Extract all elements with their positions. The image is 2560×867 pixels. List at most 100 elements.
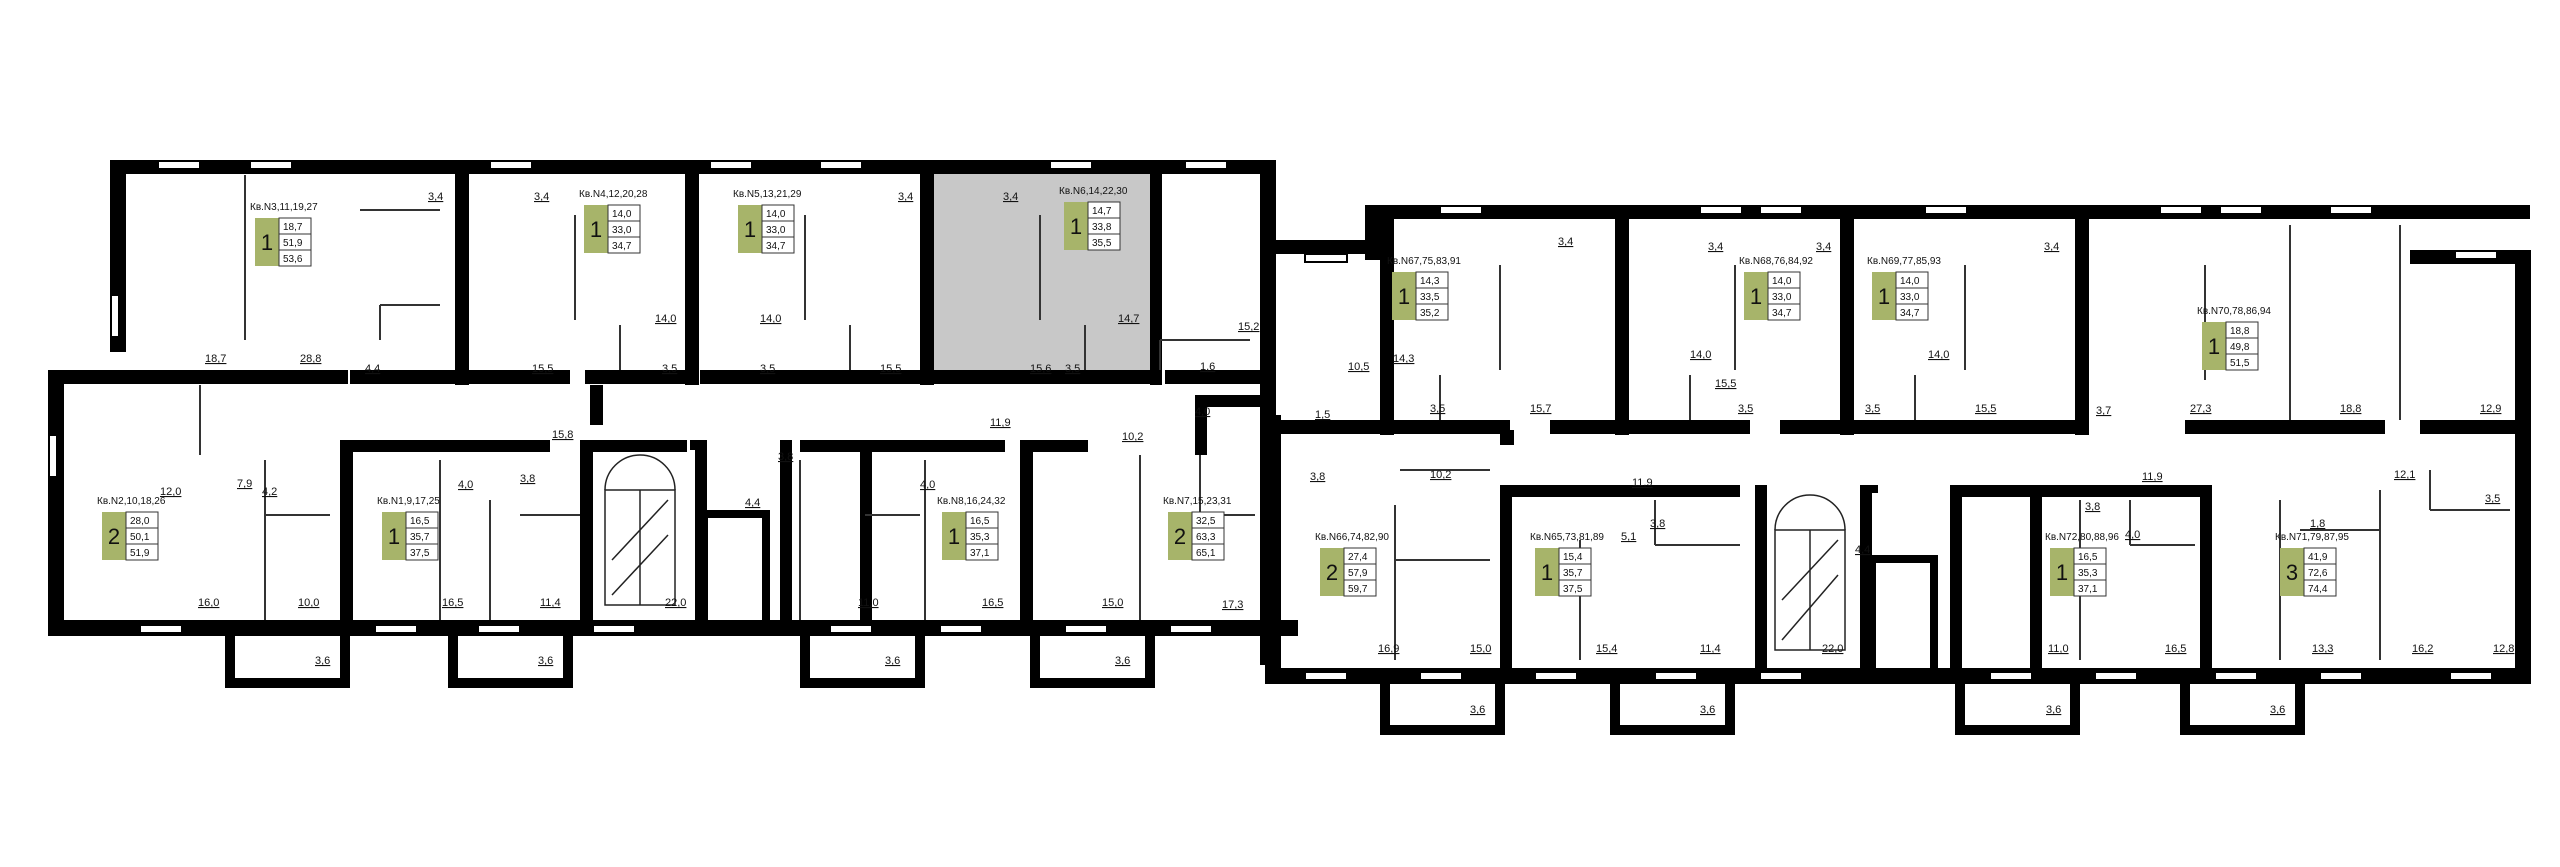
areas-box bbox=[125, 511, 159, 561]
area-value: 33,0 bbox=[766, 225, 786, 236]
room-area-label: 3,4 bbox=[2044, 241, 2059, 253]
room-area-label: 1,6 bbox=[1200, 361, 1215, 373]
areas-box bbox=[965, 511, 999, 561]
room-area-label: 15,0 bbox=[1470, 643, 1491, 655]
area-value: 33,8 bbox=[1092, 222, 1112, 233]
area-value: 35,7 bbox=[1563, 568, 1583, 579]
apartment-name: Кв.N70,78,86,94 bbox=[2197, 306, 2271, 317]
room-area-label: 22,0 bbox=[665, 597, 686, 609]
room-area-label: 3,5 bbox=[1738, 403, 1753, 415]
area-value: 28,0 bbox=[130, 516, 150, 527]
room-area-label: 11,0 bbox=[2048, 643, 2069, 655]
area-value: 51,9 bbox=[130, 548, 150, 559]
partitions bbox=[199, 175, 2510, 660]
room-count: 3 bbox=[2286, 560, 2298, 585]
room-area-label: 12,0 bbox=[160, 486, 181, 498]
room-area-label: 4,4 bbox=[745, 497, 760, 509]
area-value: 50,1 bbox=[130, 532, 150, 543]
room-area-label: 1,8 bbox=[2310, 518, 2325, 530]
room-area-label: 13,3 bbox=[2312, 643, 2333, 655]
apartment-name: Кв.N65,73,81,89 bbox=[1530, 532, 1604, 543]
area-value: 35,2 bbox=[1420, 308, 1440, 319]
room-count-box bbox=[1744, 272, 1768, 320]
room-count: 1 bbox=[948, 524, 960, 549]
area-value: 63,3 bbox=[1196, 532, 1216, 543]
apartment-name: Кв.N71,79,87,95 bbox=[2275, 532, 2349, 543]
area-value: 72,6 bbox=[2308, 568, 2328, 579]
area-value: 37,5 bbox=[410, 548, 430, 559]
area-value: 14,0 bbox=[1772, 276, 1792, 287]
area-value: 49,8 bbox=[2230, 342, 2250, 353]
apartment-badge[interactable]: Кв.N71,79,87,95 3 41,9 72,6 74,4 bbox=[2275, 532, 2349, 597]
area-value: 74,4 bbox=[2308, 584, 2328, 595]
room-count: 1 bbox=[2056, 560, 2068, 585]
area-value: 14,0 bbox=[766, 209, 786, 220]
room-area-label: 3,5 bbox=[760, 363, 775, 375]
room-count: 1 bbox=[590, 217, 602, 242]
room-area-label: 28,8 bbox=[300, 353, 321, 365]
area-value: 34,7 bbox=[1900, 308, 1920, 319]
areas-box bbox=[1087, 201, 1121, 251]
room-count: 1 bbox=[1878, 284, 1890, 309]
room-area-label: 3,5 bbox=[1065, 363, 1080, 375]
room-area-label: 3,6 bbox=[1115, 655, 1130, 667]
apartment-name: Кв.N5,13,21,29 bbox=[733, 189, 802, 200]
room-area-label: 16,9 bbox=[1378, 643, 1399, 655]
areas-box bbox=[1558, 547, 1592, 597]
room-area-label: 15,6 bbox=[1030, 363, 1051, 375]
apartment-name: Кв.N72,80,88,96 bbox=[2045, 532, 2119, 543]
room-area-label: 3,4 bbox=[428, 191, 443, 203]
room-count-box bbox=[1535, 548, 1559, 596]
areas-box bbox=[1767, 271, 1801, 321]
areas-box bbox=[761, 204, 795, 254]
room-area-label: 14,0 bbox=[1928, 349, 1949, 361]
room-area-label: 4,4 bbox=[1855, 544, 1870, 556]
room-count-box bbox=[2202, 322, 2226, 370]
room-area-label: 16,5 bbox=[982, 597, 1003, 609]
room-count-box bbox=[942, 512, 966, 560]
room-area-label: 12,9 bbox=[2480, 403, 2501, 415]
room-area-label: 15,5 bbox=[532, 363, 553, 375]
apartment-name: Кв.N1,9,17,25 bbox=[377, 496, 440, 507]
apartment-name: Кв.N66,74,82,90 bbox=[1315, 532, 1389, 543]
area-value: 41,9 bbox=[2308, 552, 2328, 563]
room-count-box bbox=[255, 218, 279, 266]
room-area-label: 17,3 bbox=[1222, 599, 1243, 611]
room-area-label: 4,2 bbox=[262, 486, 277, 498]
room-count: 1 bbox=[744, 217, 756, 242]
area-value: 32,5 bbox=[1196, 516, 1216, 527]
room-area-label: 18,8 bbox=[2340, 403, 2361, 415]
room-area-label: 11,4 bbox=[540, 597, 561, 609]
room-area-label: 3,8 bbox=[778, 451, 793, 463]
room-count-box bbox=[1320, 548, 1344, 596]
room-area-label: 3,8 bbox=[1650, 518, 1665, 530]
area-value: 33,0 bbox=[1900, 292, 1920, 303]
room-count-box bbox=[1168, 512, 1192, 560]
area-value: 16,5 bbox=[970, 516, 990, 527]
room-count: 2 bbox=[1326, 560, 1338, 585]
room-count-box bbox=[1872, 272, 1896, 320]
room-area-label: 16,0 bbox=[198, 597, 219, 609]
apartment-name: Кв.N67,75,83,91 bbox=[1387, 256, 1461, 267]
room-count: 1 bbox=[1070, 214, 1082, 239]
room-area-label: 3,6 bbox=[1700, 704, 1715, 716]
area-value: 37,5 bbox=[1563, 584, 1583, 595]
